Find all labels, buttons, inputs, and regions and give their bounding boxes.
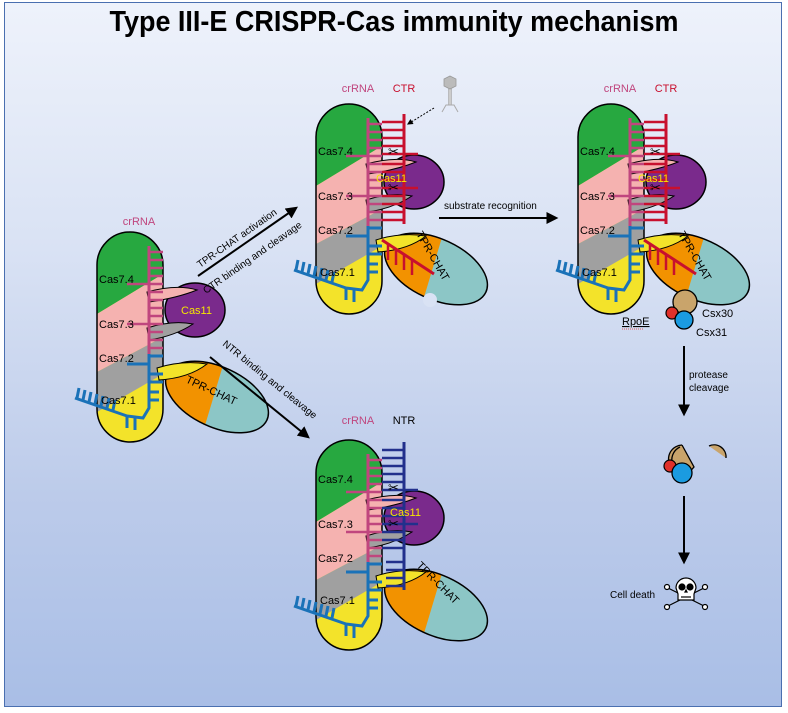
phage-arrow [406, 107, 435, 125]
complex-resting: crRNA Cas7.4 Cas7.3 Cas7.2 Cas7.1 Cas11 … [75, 216, 297, 452]
scissors-icon: ✂ [388, 480, 399, 495]
cas11-label: Cas11 [181, 305, 212, 317]
cleaved-csx30-complex [663, 444, 727, 484]
cas7-4-label: Cas7.4 [318, 146, 353, 158]
cas7-1-label: Cas7.1 [582, 267, 617, 279]
cas7-3-label: Cas7.3 [318, 191, 353, 203]
scissors-icon: ✂ [650, 144, 661, 159]
skull-crossbones-icon [663, 577, 709, 611]
cas7-1-label: Cas7.1 [320, 267, 355, 279]
scissors-icon: ✂ [388, 180, 399, 195]
cas7-3-label: Cas7.3 [99, 319, 134, 331]
bacteriophage-icon [441, 75, 459, 113]
csx31-label: Csx31 [696, 327, 727, 339]
cas7-1-label: Cas7.1 [101, 395, 136, 407]
crrna-label: crRNA [123, 216, 156, 228]
arrow-label-cleavage: cleavage [689, 383, 729, 394]
arrow-label-activation: TPR-CHAT activation [195, 207, 279, 270]
cas7-2-label: Cas7.2 [580, 225, 615, 237]
cas7-4-label: Cas7.4 [318, 474, 353, 486]
ctr-label: CTR [393, 83, 416, 95]
crrna-label: crRNA [604, 83, 637, 95]
cas11-label: Cas11 [390, 507, 421, 519]
cas7-2-label: Cas7.2 [99, 353, 134, 365]
figure-title: Type III-E CRISPR-Cas immunity mechanism [109, 6, 679, 38]
csx31-protein [674, 310, 694, 330]
substrate-pocket [423, 293, 437, 307]
cas11-label: Cas11 [638, 173, 669, 185]
ctr-strand [381, 114, 435, 276]
cas7-4-label: Cas7.4 [99, 274, 134, 286]
scissors-icon: ✂ [388, 516, 399, 531]
ntr-label: NTR [393, 415, 416, 427]
rpoe-label: RpoE [622, 316, 650, 328]
arrow-substrate: substrate recognition [439, 201, 559, 224]
ctr-label: CTR [655, 83, 678, 95]
scissors-icon: ✂ [388, 144, 399, 159]
arrow-activation: TPR-CHAT activation CTR binding and clea… [195, 206, 305, 296]
cas7-3-label: Cas7.3 [580, 191, 615, 203]
cas7-2-label: Cas7.2 [318, 553, 353, 565]
crrna-label: crRNA [342, 83, 375, 95]
complex-activated: ✂ ✂ crRNA CTR Cas7.4 Cas7.3 Cas7.2 Cas7.… [556, 83, 778, 339]
cas7-2-label: Cas7.2 [318, 225, 353, 237]
cas11-label: Cas11 [376, 173, 407, 185]
cas7-3-label: Cas7.3 [318, 519, 353, 531]
cell-death-label: Cell death [610, 590, 655, 601]
complex-ctr-bound: ✂ ✂ crRNA CTR Cas7.4 Cas7.3 Cas7.2 Cas7.… [294, 83, 516, 324]
complex-ntr-bound: ✂ ✂ crRNA NTR Cas7.4 Cas7.3 Cas7.2 Cas7.… [294, 415, 516, 660]
crrna-label: crRNA [342, 415, 375, 427]
cas7-1-label: Cas7.1 [320, 595, 355, 607]
arrow-protease: protease cleavage [678, 346, 729, 417]
scissors-icon: ✂ [650, 180, 661, 195]
cas7-4-label: Cas7.4 [580, 146, 615, 158]
arrow-label-substrate: substrate recognition [444, 201, 537, 212]
csx30-label: Csx30 [702, 308, 733, 320]
arrow-label-protease: protease [689, 370, 728, 381]
